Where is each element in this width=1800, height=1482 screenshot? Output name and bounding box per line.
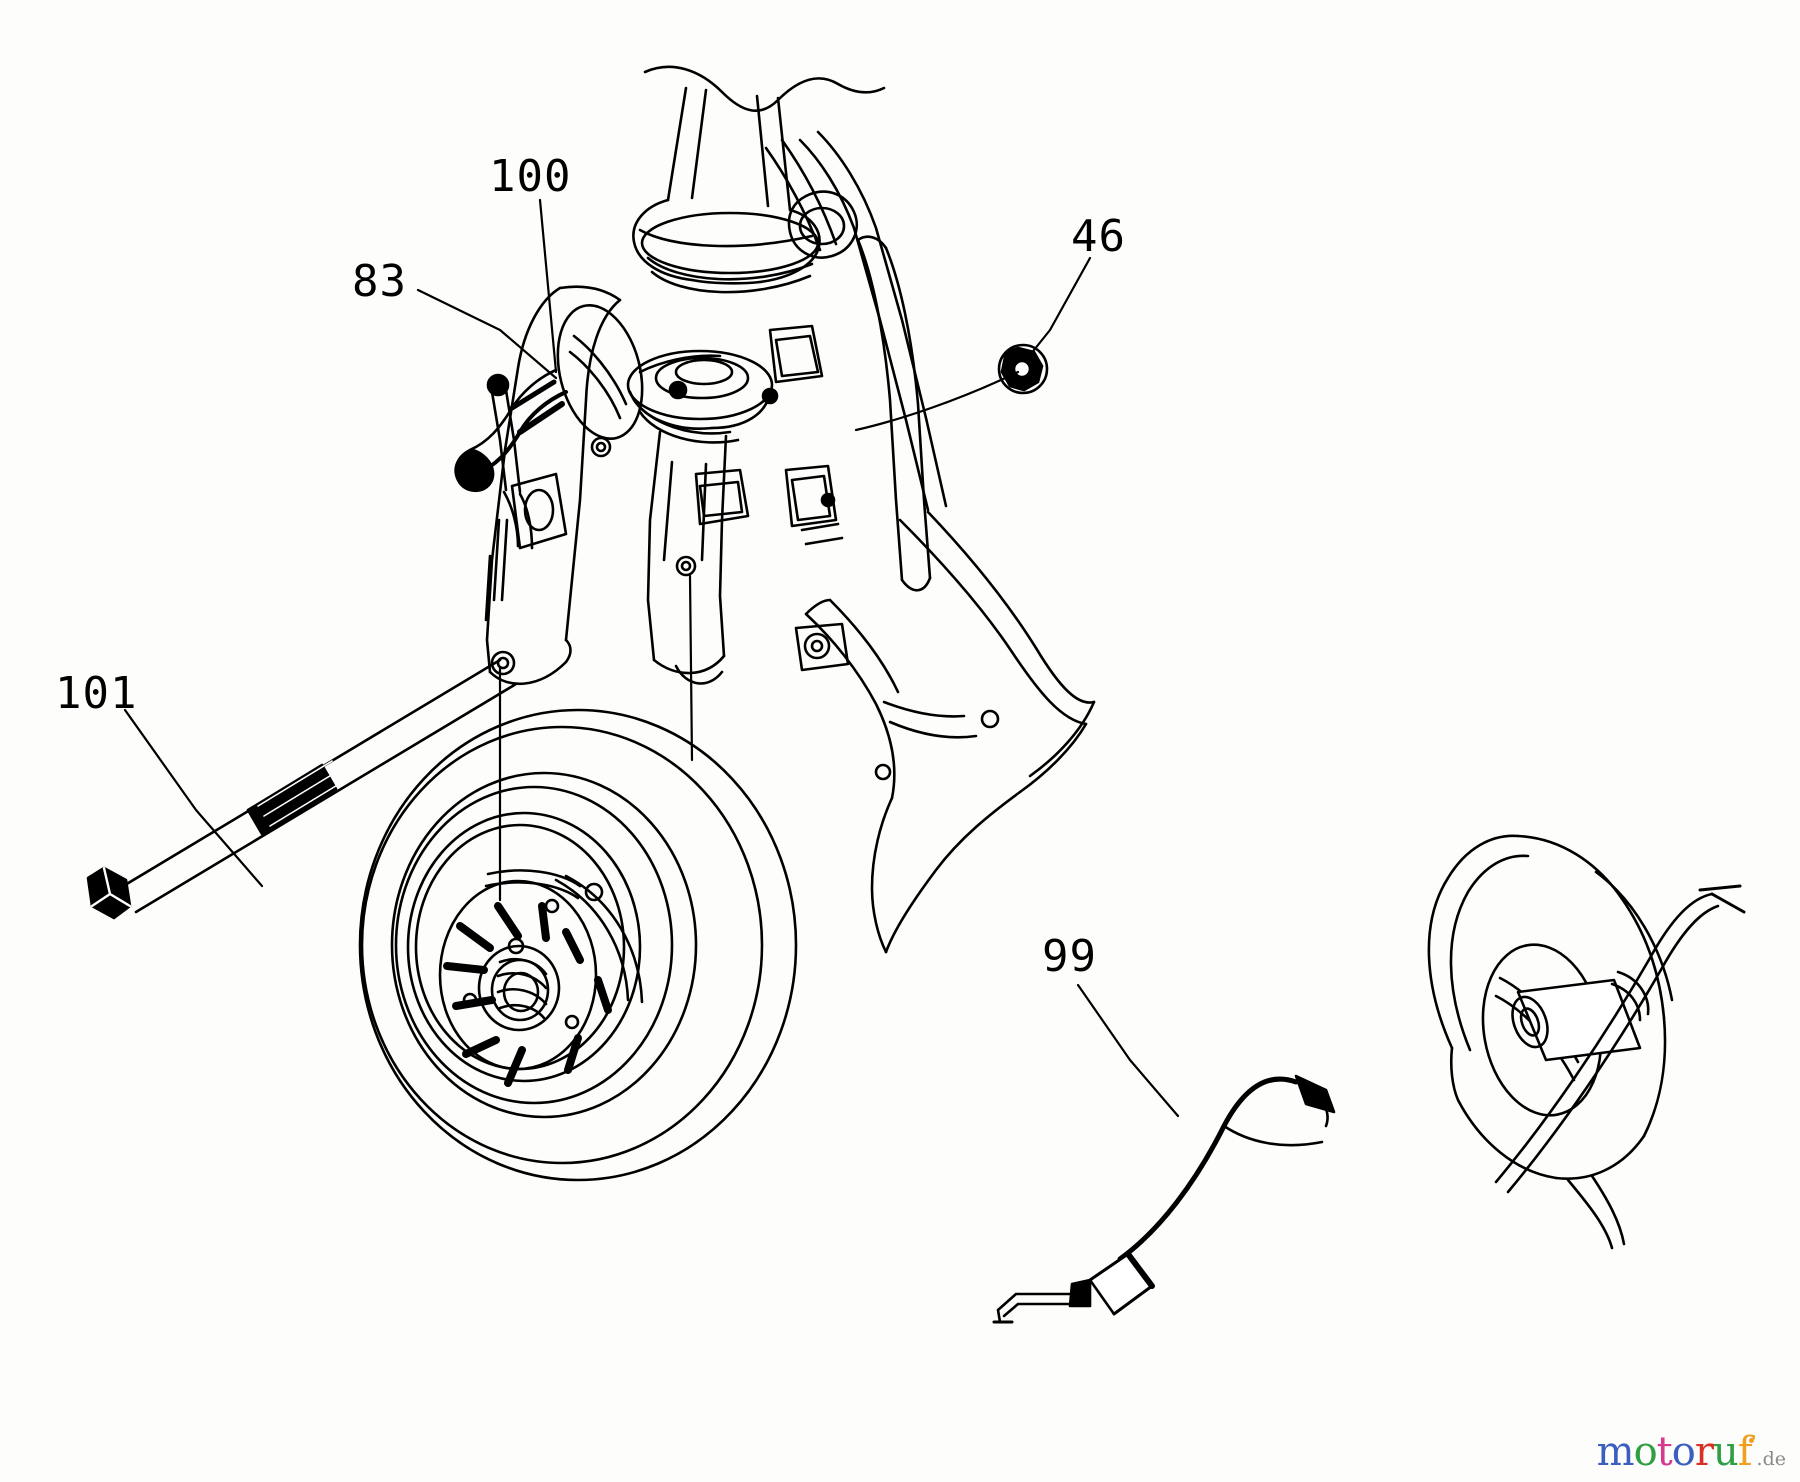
right-arm-group — [764, 130, 948, 592]
bracket-pin-100 — [638, 354, 722, 400]
logo-accent-dot — [1748, 1438, 1754, 1443]
lock-nut-46 — [997, 343, 1049, 395]
rear-cover-skirt — [794, 510, 1096, 954]
callout-46: 46 — [1071, 211, 1126, 262]
logo-tld: .de — [1756, 1448, 1786, 1470]
logo-letter-r: r — [1694, 1429, 1714, 1475]
leader-99 — [1076, 983, 1180, 1118]
steering-column-group — [632, 65, 886, 294]
motoruf-watermark-logo: motoruf.de — [1597, 1432, 1786, 1472]
right-fender-group — [1427, 834, 1746, 1250]
leader-101-upper — [123, 708, 264, 888]
callout-83: 83 — [352, 256, 407, 307]
wheel-group — [358, 708, 798, 1182]
logo-letter-t: t — [1656, 1429, 1673, 1475]
center-web-group — [646, 430, 750, 685]
pointer-center-web — [688, 574, 694, 762]
left-housing-plate — [484, 285, 644, 686]
leader-83 — [416, 288, 558, 380]
leader-lines — [123, 198, 1180, 1118]
leader-46 — [1024, 256, 1092, 362]
leader-100 — [538, 198, 558, 374]
clamp-lever-83 — [454, 368, 568, 550]
logo-letter-o1: o — [1633, 1429, 1658, 1475]
pointer-46-to-part — [854, 370, 1020, 432]
latch-detail-group — [761, 324, 844, 546]
logo-letter-o2: o — [1671, 1429, 1696, 1475]
callout-101: 101 — [55, 668, 138, 719]
hex-bolt-101 — [86, 658, 518, 920]
logo-letter-u: u — [1712, 1429, 1739, 1475]
pivot-hub-group — [626, 349, 774, 444]
spacer-tube — [1511, 970, 1650, 1062]
callout-99: 99 — [1042, 931, 1097, 982]
callout-100: 100 — [489, 151, 572, 202]
brake-cable-99 — [992, 1074, 1336, 1324]
logo-letter-m: m — [1596, 1429, 1635, 1475]
